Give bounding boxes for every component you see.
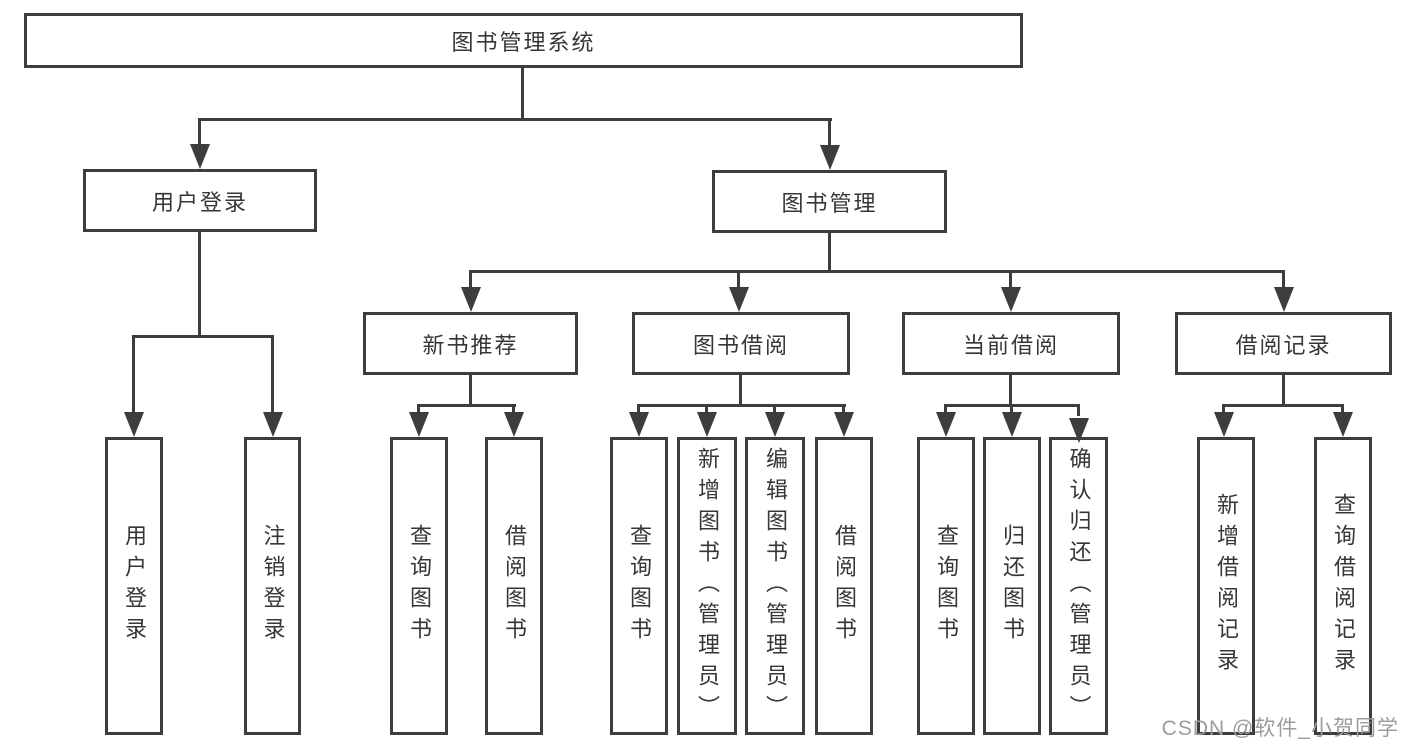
connector-new-book-stem bbox=[469, 373, 472, 406]
connector-stem-book-borrowing bbox=[737, 270, 740, 290]
connector-stem-d1 bbox=[944, 404, 947, 416]
connector-borrowing-records-branch bbox=[1222, 404, 1344, 407]
leaf-label: 新增图书（管理员） bbox=[695, 446, 720, 726]
leaf-edit-books-admin: 编辑图书（管理员） bbox=[745, 437, 805, 735]
arrowhead-book-management bbox=[820, 145, 840, 170]
leaf-add-borrow-record: 新增借阅记录 bbox=[1197, 437, 1255, 735]
connector-book-borrowing-branch bbox=[638, 404, 846, 407]
connector-new-book-branch bbox=[418, 404, 516, 407]
connector-stem-c2 bbox=[705, 404, 708, 416]
connector-stem-current-borrowing bbox=[1009, 270, 1012, 290]
node-book-management-system: 图书管理系统 bbox=[24, 13, 1023, 68]
node-label: 图书管理系统 bbox=[451, 29, 596, 55]
connector-root-stem bbox=[521, 66, 524, 120]
node-label: 图书借阅 bbox=[692, 332, 789, 358]
connector-borrowing-records-stem bbox=[1282, 373, 1285, 406]
leaf-label: 查询图书 bbox=[934, 524, 959, 648]
connector-stem-leaf-login bbox=[132, 335, 135, 417]
connector-book-borrowing-stem bbox=[739, 373, 742, 406]
node-new-book-recommendation: 新书推荐 bbox=[363, 312, 578, 375]
node-borrowing-records: 借阅记录 bbox=[1175, 312, 1392, 375]
arrowhead-user-login bbox=[190, 144, 210, 169]
connector-stem-book-management bbox=[828, 118, 831, 148]
connector-level3-branch bbox=[469, 270, 1285, 273]
leaf-label: 查询借阅记录 bbox=[1331, 493, 1356, 679]
node-label: 图书管理 bbox=[781, 190, 878, 216]
node-book-borrowing: 图书借阅 bbox=[632, 312, 850, 375]
arrowhead-b1 bbox=[409, 412, 429, 437]
connector-stem-borrowing-records bbox=[1282, 270, 1285, 290]
connector-current-borrowing-stem bbox=[1009, 373, 1012, 406]
connector-stem-d3 bbox=[1077, 404, 1080, 416]
connector-stem-e2 bbox=[1341, 404, 1344, 416]
leaf-label: 查询图书 bbox=[627, 524, 652, 648]
arrowhead-c2 bbox=[697, 412, 717, 437]
arrowhead-borrowing-records bbox=[1274, 287, 1294, 312]
arrowhead-d1 bbox=[936, 412, 956, 437]
connector-stem-c3 bbox=[773, 404, 776, 416]
leaf-label: 归还图书 bbox=[1000, 524, 1025, 648]
arrowhead-new-book bbox=[461, 287, 481, 312]
arrowhead-d3 bbox=[1069, 418, 1089, 443]
arrowhead-c3 bbox=[765, 412, 785, 437]
arrowhead-e2 bbox=[1333, 412, 1353, 437]
connector-stem-leaf-logout bbox=[271, 335, 274, 417]
arrowhead-leaf-login bbox=[124, 412, 144, 437]
connector-book-management-stem bbox=[828, 231, 831, 272]
connector-stem-user-login bbox=[198, 118, 201, 148]
arrowhead-c4 bbox=[834, 412, 854, 437]
leaf-add-books-admin: 新增图书（管理员） bbox=[677, 437, 737, 735]
node-label: 新书推荐 bbox=[422, 332, 519, 358]
node-label: 借阅记录 bbox=[1235, 332, 1332, 358]
leaf-borrow-books-borrowing: 借阅图书 bbox=[815, 437, 873, 735]
node-current-borrowing: 当前借阅 bbox=[902, 312, 1120, 375]
csdn-watermark: CSDN @软件_小贺同学 bbox=[1161, 717, 1399, 740]
leaf-label: 借阅图书 bbox=[832, 524, 857, 648]
leaf-search-books-borrowing: 查询图书 bbox=[610, 437, 668, 735]
node-user-login: 用户登录 bbox=[83, 169, 317, 232]
arrowhead-d2 bbox=[1002, 412, 1022, 437]
leaf-label: 新增借阅记录 bbox=[1214, 493, 1239, 679]
connector-stem-e1 bbox=[1222, 404, 1225, 416]
leaf-search-books-current: 查询图书 bbox=[917, 437, 975, 735]
leaf-label: 借阅图书 bbox=[502, 524, 527, 648]
connector-stem-c1 bbox=[637, 404, 640, 416]
connector-user-login-branch bbox=[133, 335, 274, 338]
arrowhead-leaf-logout bbox=[263, 412, 283, 437]
connector-stem-b2 bbox=[512, 404, 515, 416]
connector-level2-branch bbox=[199, 118, 832, 121]
connector-stem-b1 bbox=[417, 404, 420, 416]
connector-stem-c4 bbox=[842, 404, 845, 416]
connector-stem-d2 bbox=[1010, 404, 1013, 416]
arrowhead-e1 bbox=[1214, 412, 1234, 437]
arrowhead-current-borrowing bbox=[1001, 287, 1021, 312]
leaf-label: 查询图书 bbox=[407, 524, 432, 648]
leaf-user-login: 用户登录 bbox=[105, 437, 163, 735]
node-label: 用户登录 bbox=[151, 189, 248, 215]
leaf-label: 确认归还（管理员） bbox=[1066, 446, 1092, 726]
leaf-search-borrow-record: 查询借阅记录 bbox=[1314, 437, 1372, 735]
leaf-return-books: 归还图书 bbox=[983, 437, 1041, 735]
leaf-label: 用户登录 bbox=[122, 524, 147, 648]
arrowhead-book-borrowing bbox=[729, 287, 749, 312]
connector-user-login-stem bbox=[198, 230, 201, 337]
leaf-borrow-books-recommend: 借阅图书 bbox=[485, 437, 543, 735]
leaf-logout: 注销登录 bbox=[244, 437, 301, 735]
leaf-search-books-recommend: 查询图书 bbox=[390, 437, 448, 735]
connector-stem-new-book bbox=[469, 270, 472, 290]
arrowhead-b2 bbox=[504, 412, 524, 437]
arrowhead-c1 bbox=[629, 412, 649, 437]
leaf-confirm-return-admin: 确认归还（管理员） bbox=[1049, 437, 1108, 735]
node-label: 当前借阅 bbox=[962, 332, 1059, 358]
leaf-label: 注销登录 bbox=[260, 524, 286, 648]
leaf-label: 编辑图书（管理员） bbox=[763, 446, 788, 726]
node-book-management: 图书管理 bbox=[712, 170, 947, 233]
